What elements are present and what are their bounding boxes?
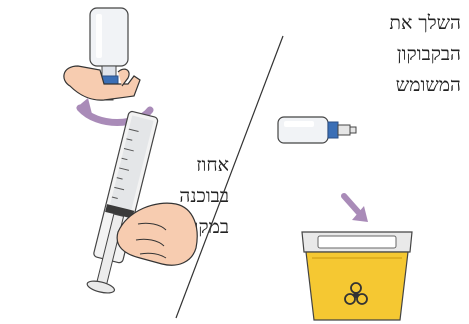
hand-holding-syringe-with-vial-icon (64, 8, 197, 296)
syringe-barrel (85, 111, 158, 296)
divider-line (176, 36, 283, 318)
down-arrow-icon (344, 196, 368, 222)
sharps-container-icon (302, 232, 412, 320)
used-vial-sideways (278, 117, 356, 143)
